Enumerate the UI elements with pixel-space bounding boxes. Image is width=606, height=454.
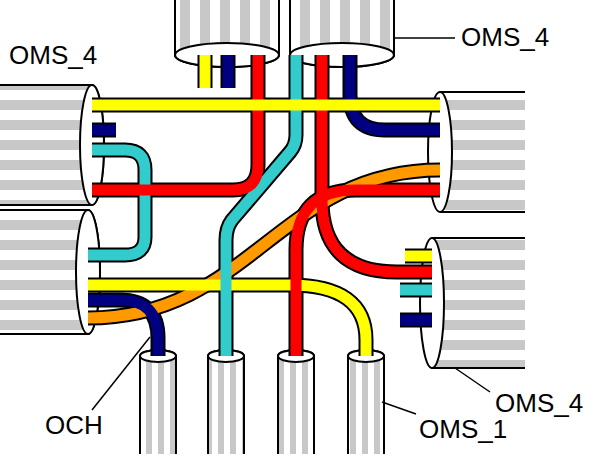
fiber	[400, 315, 432, 326]
fiber	[88, 55, 440, 356]
leader-line	[92, 38, 490, 414]
fiber	[88, 150, 145, 255]
cable	[208, 350, 244, 454]
fiber	[405, 251, 432, 262]
cable-label: OMS_4	[460, 24, 550, 50]
fiber	[92, 100, 440, 111]
leader-line	[455, 368, 490, 392]
cable-label: OCH	[44, 412, 104, 438]
fiber	[400, 313, 432, 328]
fiber	[92, 55, 258, 190]
cable-label: OMS_4	[8, 42, 98, 68]
cable	[290, 0, 394, 67]
cable	[432, 238, 525, 368]
cable	[140, 350, 176, 454]
cable	[348, 350, 384, 454]
fiber	[88, 300, 158, 356]
fiber	[400, 285, 432, 296]
cable-label: OMS_1	[418, 416, 508, 442]
fiber	[221, 55, 236, 88]
fiber	[92, 123, 116, 138]
fiber	[322, 55, 432, 272]
fiber	[200, 55, 211, 88]
fiber	[322, 55, 432, 272]
fiber	[198, 55, 213, 88]
fiber	[92, 55, 258, 190]
cable	[0, 85, 104, 205]
leader-line	[382, 402, 416, 414]
fiber	[350, 55, 440, 130]
fiber	[92, 125, 116, 136]
leader-line	[395, 37, 455, 39]
fiber	[88, 55, 440, 356]
fiber	[350, 55, 440, 130]
cable	[278, 350, 314, 454]
cable	[432, 238, 525, 368]
fiber	[88, 150, 145, 255]
cable	[0, 0, 525, 454]
cable	[0, 210, 100, 334]
fiber	[88, 300, 158, 356]
fiber	[400, 283, 432, 298]
cable	[290, 43, 394, 67]
fiber	[88, 55, 440, 356]
fiber	[92, 98, 440, 113]
cable-label: OMS_4	[494, 390, 584, 416]
fiber	[405, 249, 432, 264]
leader-line	[92, 337, 150, 410]
fiber	[223, 55, 234, 88]
